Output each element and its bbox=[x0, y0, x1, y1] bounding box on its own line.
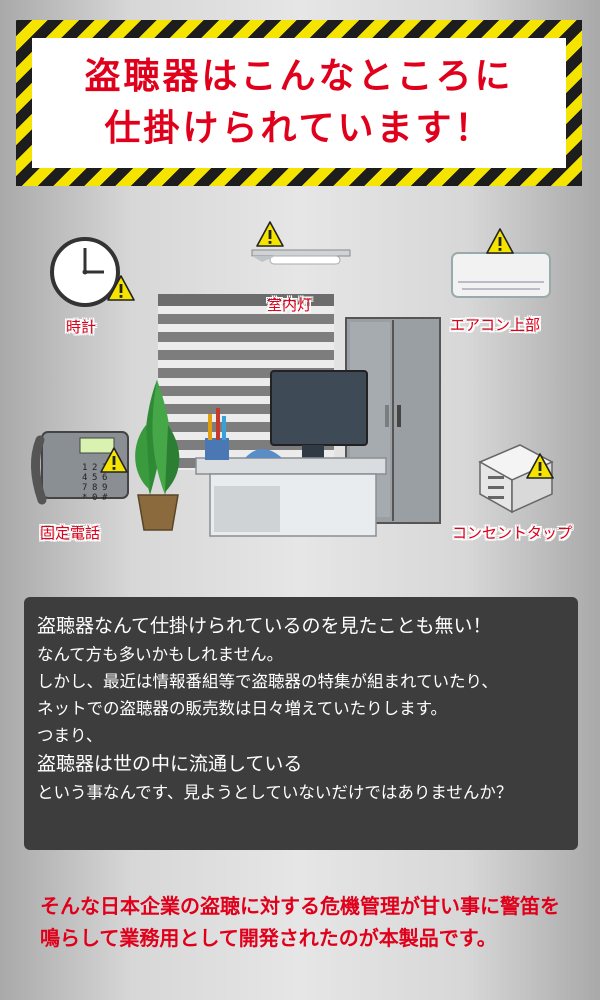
info-line: という事なんです、見ようとしていないだけではありませんか？ bbox=[37, 783, 513, 802]
svg-text:5: 5 bbox=[92, 473, 97, 483]
info-line: しかし、最近は情報番組等で盗聴器の特集が組まれていたり、 bbox=[37, 672, 498, 691]
label-phone: 固定電話 bbox=[40, 524, 101, 542]
desk-telephone: 1 2 3 4 5 6 7 8 9 * 0 # bbox=[31, 431, 129, 505]
warning-icon bbox=[486, 228, 514, 254]
potted-plant bbox=[135, 380, 180, 531]
warning-banner: 盗聴器はこんなところに 仕掛けられています！ bbox=[16, 20, 582, 186]
svg-text:2: 2 bbox=[92, 463, 97, 473]
office-desk bbox=[195, 408, 387, 537]
info-headline: 盗聴器なんて仕掛けられているのを見たことも無い！ bbox=[37, 615, 492, 637]
office-scene-graphic: 1 2 3 4 5 6 7 8 9 * 0 # bbox=[31, 221, 554, 537]
warning-icon bbox=[256, 221, 284, 247]
svg-text:1: 1 bbox=[82, 463, 87, 473]
info-line: ネットでの盗聴器の販売数は日々増えていたりします。 bbox=[37, 699, 448, 718]
office-illustration: 1 2 3 4 5 6 7 8 9 * 0 # 時計 bbox=[0, 210, 600, 570]
svg-text:*: * bbox=[82, 493, 87, 503]
svg-text:4: 4 bbox=[82, 473, 87, 483]
info-line: つまり、 bbox=[37, 726, 103, 745]
wall-clock bbox=[50, 237, 120, 307]
svg-text:7: 7 bbox=[82, 483, 87, 493]
svg-text:0: 0 bbox=[92, 493, 97, 503]
info-emphasis: 盗聴器は世の中に流通している bbox=[37, 753, 303, 775]
label-outlet: コンセントタップ bbox=[452, 524, 573, 542]
svg-text:8: 8 bbox=[92, 483, 97, 493]
banner-panel: 盗聴器はこんなところに 仕掛けられています！ bbox=[32, 38, 566, 168]
label-clock: 時計 bbox=[66, 318, 97, 336]
banner-title-line2: 仕掛けられています！ bbox=[104, 108, 494, 149]
banner-title-line1: 盗聴器はこんなところに bbox=[84, 56, 514, 97]
label-aircon: エアコン上部 bbox=[450, 316, 541, 334]
product-statement: そんな日本企業の盗聴に対する危機管理が甘い事に警笛を鳴らして業務用として開発され… bbox=[40, 894, 560, 950]
label-ceiling-light: 室内灯 bbox=[267, 296, 313, 314]
ceiling-light bbox=[251, 249, 351, 265]
svg-text:9: 9 bbox=[102, 483, 107, 493]
info-line: なんて方も多いかもしれません。 bbox=[37, 645, 284, 664]
info-textbox: 盗聴器なんて仕掛けられているのを見たことも無い！ なんて方も多いかもしれません。… bbox=[24, 597, 578, 850]
svg-text:6: 6 bbox=[102, 473, 107, 483]
air-conditioner bbox=[451, 252, 551, 298]
svg-text:#: # bbox=[102, 493, 108, 503]
